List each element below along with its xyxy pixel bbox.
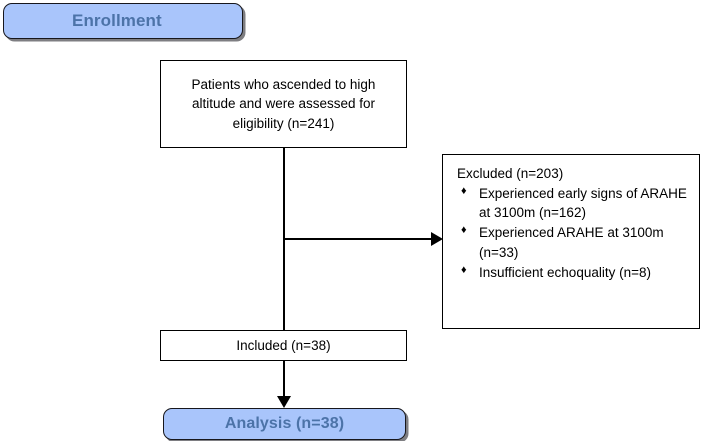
node-box-patients-assessed: Patients who ascended to high altitude a… [160,60,407,148]
excluded-reason-list: ♦ Experienced early signs of ARAHE at 31… [457,184,691,282]
connector-tail-vertical [283,361,286,399]
connector-branch-horizontal [283,238,435,241]
excluded-title: Excluded (n=203) [457,166,564,181]
list-item: ♦ Experienced ARAHE at 3100m (n=33) [457,223,691,261]
list-item-label: Insufficient echoquality (n=8) [479,264,651,280]
list-item: ♦ Experienced early signs of ARAHE at 31… [457,184,691,222]
node-box-included: Included (n=38) [160,330,407,361]
list-item-label: Experienced ARAHE at 3100m (n=33) [479,225,664,260]
node-text-included: Included (n=38) [236,337,331,353]
stage-label-enrollment: Enrollment [72,11,162,30]
stage-box-enrollment: Enrollment [3,3,243,39]
node-box-excluded: Excluded (n=203) ♦ Experienced early sig… [442,154,700,329]
node-text-patients-assessed: Patients who ascended to high altitude a… [191,77,376,131]
diamond-bullet-icon: ♦ [461,185,467,198]
list-item-label: Experienced early signs of ARAHE at 3100… [479,186,687,221]
arrowhead-right-icon [431,232,443,246]
list-item: ♦ Insufficient echoquality (n=8) [457,263,691,282]
diamond-bullet-icon: ♦ [461,263,467,276]
arrowhead-down-icon [277,396,291,408]
diamond-bullet-icon: ♦ [461,224,467,237]
stage-box-analysis: Analysis (n=38) [163,408,406,440]
stage-label-analysis: Analysis (n=38) [224,415,345,432]
